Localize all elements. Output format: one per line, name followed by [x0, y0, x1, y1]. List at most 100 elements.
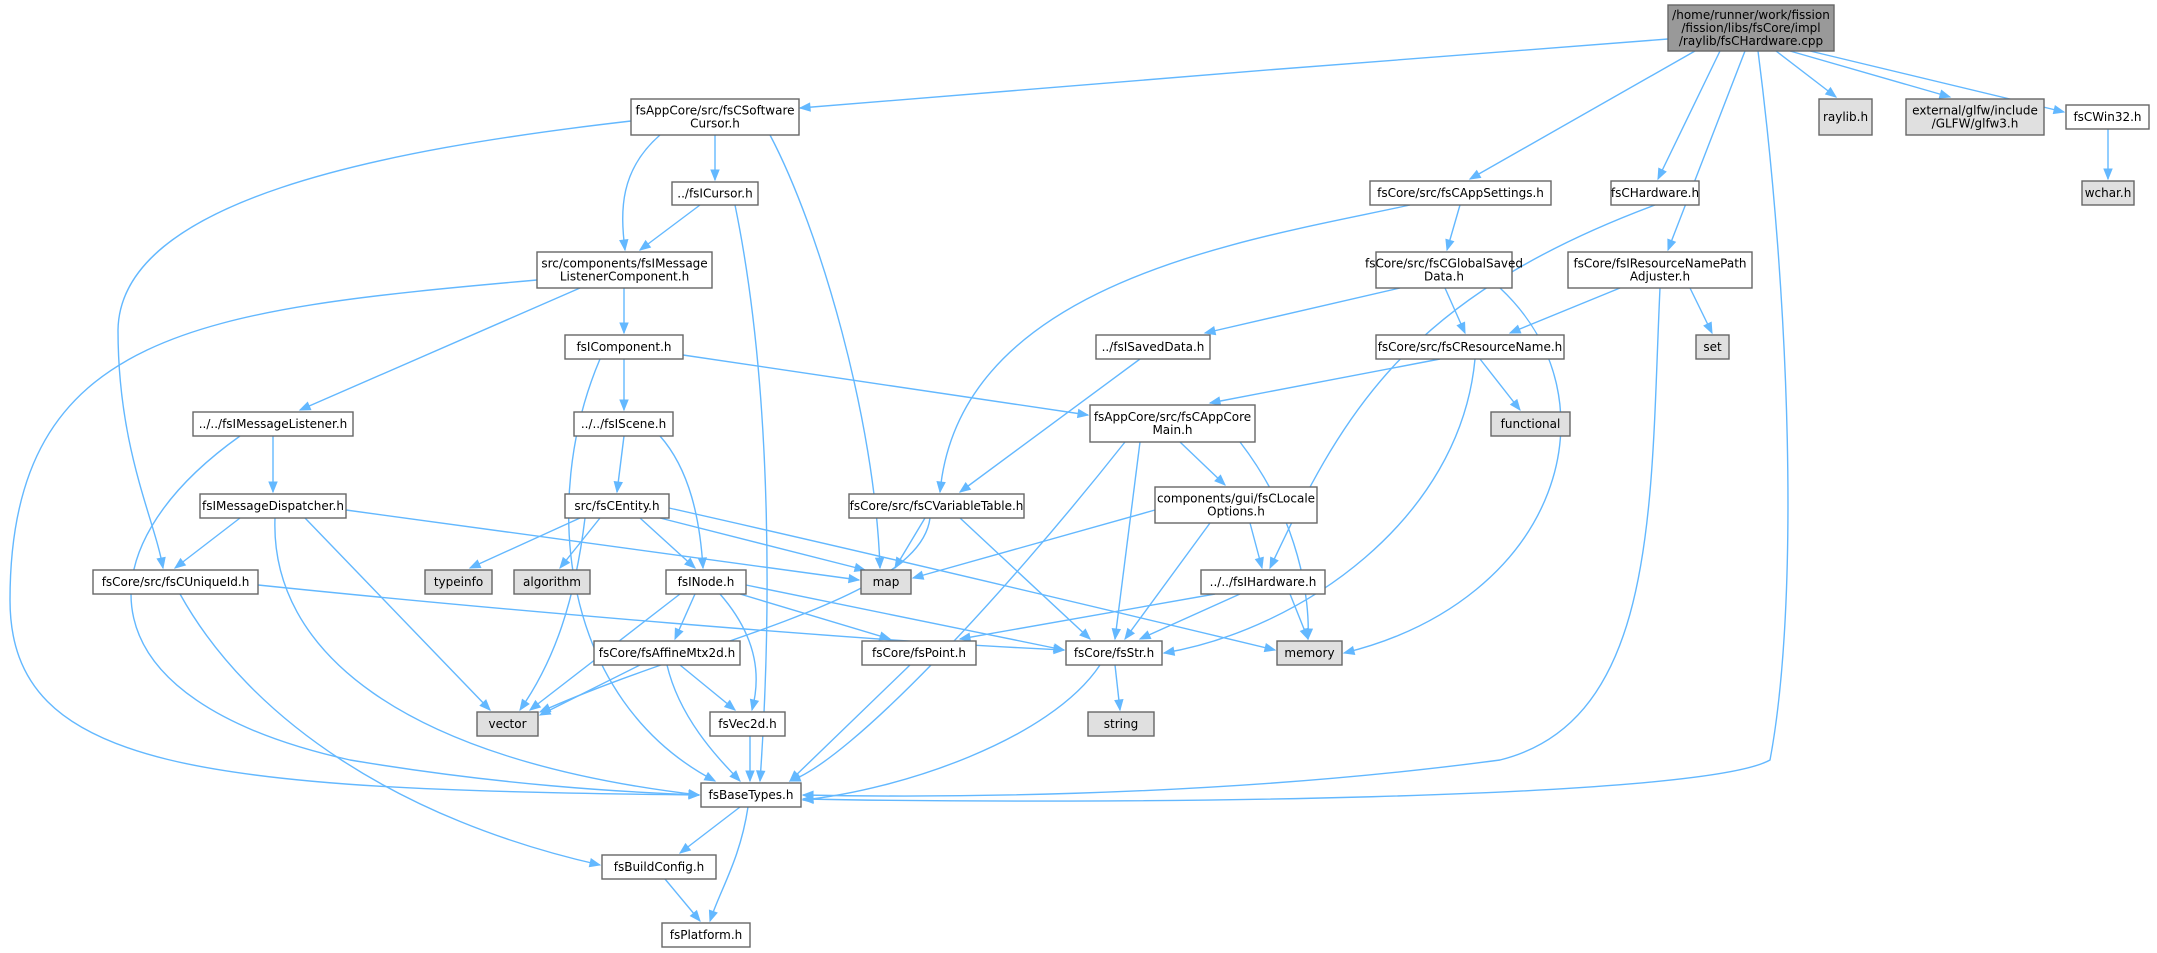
arrowhead-resname-to-str — [1162, 646, 1176, 656]
node-iscene[interactable]: ../../fsIScene.h — [573, 411, 674, 437]
node-box-cwin32 — [2065, 104, 2150, 130]
node-label-globalsaved-line-1: fsCore/src/fsCGlobalSaved — [1365, 257, 1523, 271]
edge-icomponent-to-appcoremain — [682, 354, 1089, 416]
node-algorithm[interactable]: algorithm — [513, 569, 591, 595]
node-box-chardware — [1610, 180, 1700, 206]
arrowhead-centity-to-algorithm — [559, 556, 571, 570]
node-label-affinemtx-line-1: fsCore/fsAffineMtx2d.h — [599, 646, 735, 660]
arrowhead-basetypes-to-buildconfig — [678, 842, 692, 854]
arrowhead-msglistcomp-to-imsglistener — [298, 401, 312, 411]
node-label-imsglistener-line-1: ../../fsIMessageListener.h — [199, 417, 348, 431]
node-box-globalsaved — [1375, 251, 1513, 289]
node-uniqueid[interactable]: fsCore/src/fsCUniqueId.h — [92, 569, 259, 595]
edge-affinemtx-to-vec2d — [679, 664, 736, 711]
arrowhead-swcursor-to-map — [874, 557, 885, 570]
arrowhead-globalsaved-to-memory — [1342, 645, 1356, 656]
node-isaveddata[interactable]: ../fsISavedData.h — [1095, 334, 1211, 360]
arrowhead-affinemtx-to-vec2d — [723, 699, 737, 711]
node-glfw[interactable]: external/glfw/include/GLFW/glfw3.h — [1905, 98, 2045, 136]
node-label-appcoremain-line-1: fsAppCore/src/fsCAppCore — [1094, 410, 1251, 424]
node-vector[interactable]: vector — [476, 711, 539, 737]
node-cwin32[interactable]: fsCWin32.h — [2065, 104, 2150, 130]
arrowhead-root-to-resadjuster — [1667, 238, 1677, 252]
edge-resname-to-appcoremain — [1209, 358, 1441, 404]
node-raylib[interactable]: raylib.h — [1818, 98, 1873, 136]
node-label-wchar-line-1: wchar.h — [2085, 186, 2132, 200]
arrowhead-ihardware-to-point — [958, 632, 972, 642]
node-affinemtx[interactable]: fsCore/fsAffineMtx2d.h — [593, 640, 741, 666]
edge-icursor-to-msglistcomp — [639, 204, 701, 251]
node-label-isaveddata-line-1: ../fsISavedData.h — [1102, 340, 1205, 354]
node-icursor[interactable]: ../fsICursor.h — [671, 181, 759, 206]
node-box-icomponent — [564, 334, 684, 360]
node-label-point-line-1: fsCore/fsPoint.h — [872, 646, 966, 660]
node-vartable[interactable]: fsCore/src/fsCVariableTable.h — [848, 493, 1025, 519]
node-typeinfo[interactable]: typeinfo — [424, 569, 493, 595]
node-buildconfig[interactable]: fsBuildConfig.h — [601, 854, 717, 880]
arrowhead-centity-to-vector — [519, 698, 530, 712]
node-box-functional — [1490, 411, 1571, 437]
node-label-string-line-1: string — [1104, 717, 1138, 731]
node-root[interactable]: /home/runner/work/fission/fission/libs/f… — [1667, 4, 1835, 52]
node-ihardware[interactable]: ../../fsIHardware.h — [1200, 569, 1326, 595]
edge-point-to-basetypes — [789, 664, 911, 782]
arrowhead-str-to-string — [1114, 699, 1124, 712]
edge-msglistcomp-to-imsglistener — [299, 287, 581, 411]
node-box-icursor — [671, 181, 759, 206]
arrowhead-basetypes-to-platform — [708, 909, 718, 923]
node-box-swcursor — [630, 98, 800, 136]
node-set[interactable]: set — [1695, 334, 1730, 360]
node-label-swcursor-line-2: Cursor.h — [690, 117, 740, 131]
arrowhead-vec2d-to-basetypes — [745, 770, 755, 783]
node-box-imsglistener — [192, 411, 354, 437]
node-point[interactable]: fsCore/fsPoint.h — [861, 640, 977, 666]
node-box-isaveddata — [1095, 334, 1211, 360]
node-icomponent[interactable]: fsIComponent.h — [564, 334, 684, 360]
node-label-iscene-line-1: ../../fsIScene.h — [581, 417, 666, 431]
node-resname[interactable]: fsCore/src/fsCResourceName.h — [1375, 334, 1565, 360]
node-inode[interactable]: fsINode.h — [665, 569, 747, 595]
node-str[interactable]: fsCore/fsStr.h — [1065, 640, 1163, 666]
node-box-locale — [1154, 486, 1318, 524]
edge-affinemtx-to-basetypes — [666, 664, 741, 782]
arrowhead-resname-to-functional — [1509, 398, 1521, 412]
node-imsgdispatcher[interactable]: fsIMessageDispatcher.h — [199, 493, 347, 519]
edge-imsgdispatcher-to-vector — [304, 517, 491, 711]
edge-root-to-chardware — [1657, 50, 1721, 180]
node-box-buildconfig — [601, 854, 717, 880]
edge-centity-to-vector — [519, 517, 586, 711]
node-string[interactable]: string — [1087, 711, 1155, 737]
arrowhead-globalsaved-to-resname — [1456, 321, 1466, 335]
node-imsglistener[interactable]: ../../fsIMessageListener.h — [192, 411, 354, 437]
node-label-icursor-line-1: ../fsICursor.h — [677, 187, 752, 201]
arrowhead-ihardware-to-memory — [1299, 627, 1309, 641]
node-box-point — [861, 640, 977, 666]
arrowhead-root-to-swcursor — [798, 102, 811, 112]
node-label-buildconfig-line-1: fsBuildConfig.h — [614, 860, 705, 874]
node-functional[interactable]: functional — [1490, 411, 1571, 437]
node-platform[interactable]: fsPlatform.h — [661, 922, 751, 948]
arrowhead-icomponent-to-basetypes — [703, 771, 717, 782]
edge-resadjuster-to-resname — [1509, 287, 1621, 334]
edge-inode-to-point — [739, 593, 891, 640]
node-wchar[interactable]: wchar.h — [2081, 180, 2135, 206]
node-msglistcomp[interactable]: src/components/fsIMessageListenerCompone… — [536, 251, 713, 289]
node-appsettings[interactable]: fsCore/src/fsCAppSettings.h — [1369, 180, 1552, 206]
node-vec2d[interactable]: fsVec2d.h — [709, 711, 786, 737]
node-map[interactable]: map — [860, 569, 912, 595]
edge-vartable-to-str — [959, 517, 1091, 640]
node-box-map — [860, 569, 912, 595]
node-centity[interactable]: src/fsCEntity.h — [564, 493, 670, 519]
node-chardware[interactable]: fsCHardware.h — [1610, 180, 1700, 206]
edge-ihardware-to-str — [1139, 593, 1241, 640]
node-box-set — [1695, 334, 1730, 360]
edge-resname-to-functional — [1479, 358, 1521, 411]
edge-ihardware-to-point — [959, 593, 1216, 640]
node-basetypes[interactable]: fsBaseTypes.h — [700, 782, 802, 808]
node-memory[interactable]: memory — [1276, 640, 1343, 666]
